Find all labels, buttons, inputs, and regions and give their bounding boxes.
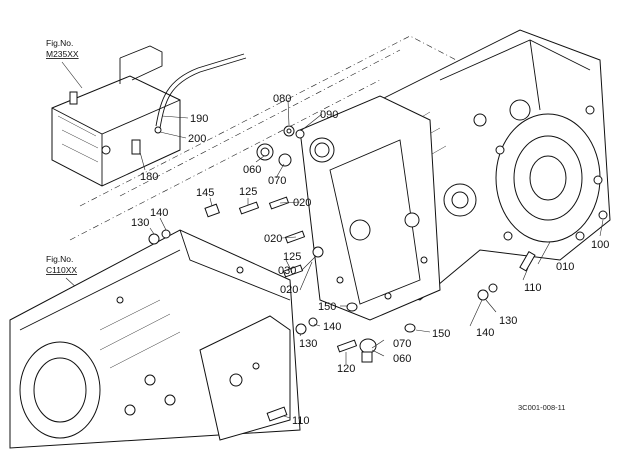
figure-ref-m235xx[interactable]: Fig.No. M235XX: [46, 38, 83, 89]
callout-070[interactable]: 070: [393, 338, 411, 350]
transmission-case: [379, 29, 611, 301]
callout-010[interactable]: 010: [556, 261, 574, 273]
leader-lines: [139, 99, 604, 419]
callout-145[interactable]: 145: [196, 187, 214, 199]
callout-100[interactable]: 100: [591, 239, 609, 251]
callout-030[interactable]: 030: [278, 265, 296, 277]
callout-020[interactable]: 020: [280, 284, 298, 296]
callout-180[interactable]: 180: [140, 171, 158, 183]
callout-125[interactable]: 125: [239, 186, 257, 198]
callout-060[interactable]: 060: [393, 353, 411, 365]
callout-130[interactable]: 130: [299, 338, 317, 350]
callout-125[interactable]: 125: [283, 251, 301, 263]
callout-120[interactable]: 120: [337, 363, 355, 375]
callout-070[interactable]: 070: [268, 175, 286, 187]
callout-140[interactable]: 140: [476, 327, 494, 339]
callout-150[interactable]: 150: [432, 328, 450, 340]
callout-190[interactable]: 190: [190, 113, 208, 125]
callout-110[interactable]: 110: [292, 415, 310, 427]
callout-150[interactable]: 150: [318, 301, 336, 313]
drawing-reference-number: 3C001-008-11: [518, 403, 565, 412]
callout-060[interactable]: 060: [243, 164, 261, 176]
callout-140[interactable]: 140: [323, 321, 341, 333]
pipe-bracket-assembly: [51, 45, 247, 187]
callout-020[interactable]: 020: [293, 197, 311, 209]
callout-110[interactable]: 110: [524, 282, 542, 294]
callout-130[interactable]: 130: [131, 217, 149, 229]
callout-080[interactable]: 080: [273, 93, 291, 105]
fig-ref-number: M235XX: [46, 49, 79, 59]
fig-ref-label: Fig.No.: [46, 38, 73, 48]
fig-ref-label: Fig.No.: [46, 254, 73, 264]
mid-case-plate: [299, 95, 441, 321]
callout-020[interactable]: 020: [264, 233, 282, 245]
callout-140[interactable]: 140: [150, 207, 168, 219]
fig-ref-number: C110XX: [46, 265, 77, 275]
callout-labels: 010 020 020 020 030 060 060 070 070 080 …: [131, 93, 609, 427]
small-parts: [148, 125, 608, 422]
callout-090[interactable]: 090: [320, 109, 338, 121]
callout-130[interactable]: 130: [499, 315, 517, 327]
clutch-housing: [9, 229, 301, 449]
callout-200[interactable]: 200: [188, 133, 206, 145]
